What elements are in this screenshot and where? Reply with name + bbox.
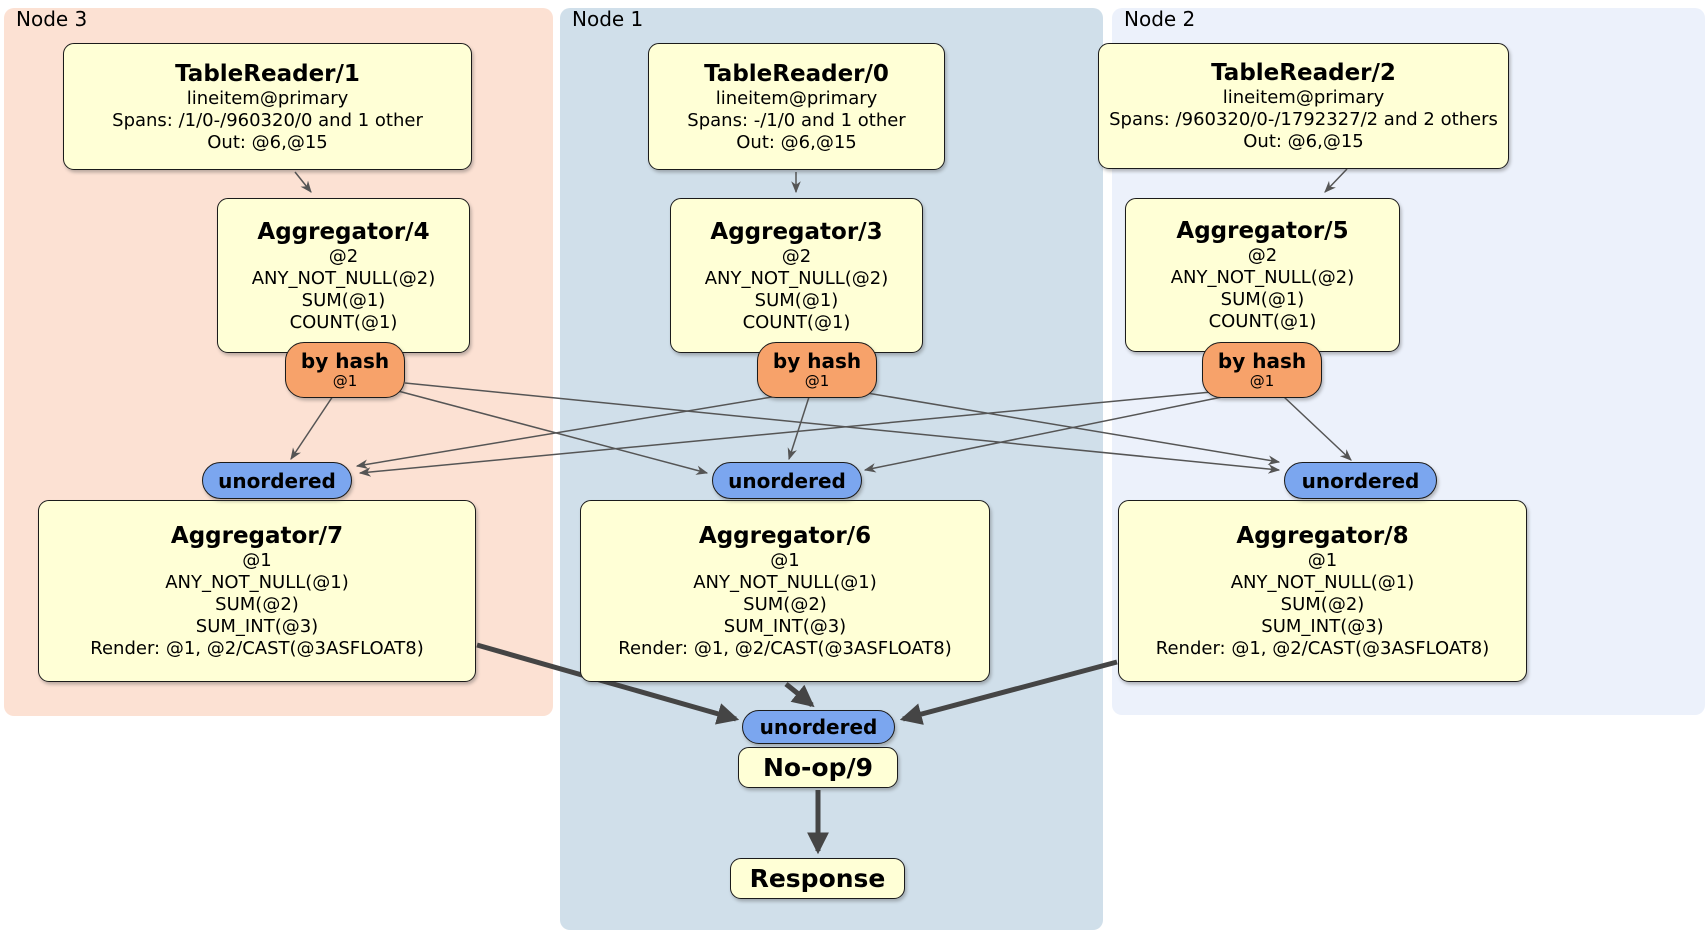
processor-spans: Spans: /1/0-/960320/0 and 1 other [112,109,423,131]
processor-group-cols: @1 [770,550,800,571]
edge-router2-sync1 [863,395,1228,473]
processor-agg-fn: COUNT(@1) [289,311,398,333]
processor-noop-9: No-op/9 [738,747,898,788]
sync-unordered-node2: unordered [1284,462,1437,499]
sync-label: unordered [759,715,878,739]
processor-title: TableReader/1 [175,60,360,87]
processor-index: lineitem@primary [715,87,878,109]
router-label: by hash [772,349,862,373]
processor-agg-fn: ANY_NOT_NULL(@2) [251,267,436,289]
processor-title: Response [749,863,886,893]
edge-agg7-finalsync [476,642,740,725]
processor-tablereader-2: TableReader/2 lineitem@primary Spans: /9… [1098,43,1509,169]
processor-agg-fn: COUNT(@1) [1208,311,1317,332]
router-detail: @1 [1249,372,1275,390]
processor-index: lineitem@primary [1222,87,1385,108]
processor-title: Aggregator/8 [1236,523,1409,549]
processor-aggregator-8: Aggregator/8 @1 ANY_NOT_NULL(@1) SUM(@2)… [1118,500,1527,682]
processor-out: Out: @6,@15 [1243,131,1364,152]
processor-group-cols: @2 [1247,245,1278,266]
processor-out: Out: @6,@15 [736,131,857,153]
processor-agg-fn: ANY_NOT_NULL(@1) [1230,572,1415,593]
processor-title: Aggregator/4 [257,218,430,245]
sync-label: unordered [728,468,846,493]
router-detail: @1 [332,372,358,390]
processor-aggregator-5: Aggregator/5 @2 ANY_NOT_NULL(@2) SUM(@1)… [1125,198,1400,352]
processor-response: Response [730,858,905,899]
processor-agg-fn: SUM(@1) [754,289,839,311]
region-label-node-3: Node 3 [16,7,88,31]
edge-router2-sync3 [358,390,1223,477]
sync-label: unordered [218,468,336,493]
region-label-node-1: Node 1 [572,7,644,31]
router-label: by hash [300,349,390,373]
processor-agg-fn: SUM(@2) [215,594,299,615]
edge-router2-sync2 [1283,396,1352,461]
router-detail: @1 [804,372,830,390]
edge-tr2-agg5 [1324,168,1348,193]
edge-router3-sync1 [397,390,709,475]
processor-agg-fn: SUM(@2) [743,594,827,615]
processor-render: Render: @1, @2/CAST(@3ASFLOAT8) [618,638,952,659]
edge-agg6-finalsync [784,682,815,708]
processor-group-cols: @2 [328,245,359,267]
processor-aggregator-4: Aggregator/4 @2 ANY_NOT_NULL(@2) SUM(@1)… [217,198,470,353]
processor-agg-fn: SUM_INT(@3) [195,616,319,637]
processor-title: Aggregator/7 [170,523,344,549]
processor-group-cols: @1 [242,550,272,571]
processor-spans: Spans: -/1/0 and 1 other [687,109,906,131]
processor-agg-fn: SUM_INT(@3) [723,616,847,637]
sync-unordered-node1: unordered [712,462,862,499]
processor-tablereader-1: TableReader/1 lineitem@primary Spans: /1… [63,43,472,170]
processor-agg-fn: ANY_NOT_NULL(@2) [704,267,889,289]
processor-agg-fn: SUM_INT(@3) [1261,616,1384,637]
processor-render: Render: @1, @2/CAST(@3ASFLOAT8) [90,638,424,659]
sync-unordered-node3: unordered [202,462,352,499]
sync-unordered-final: unordered [742,710,895,744]
router-by-hash-node2: by hash @1 [1202,342,1322,398]
processor-agg-fn: SUM(@2) [1280,594,1365,615]
processor-aggregator-7: Aggregator/7 @1 ANY_NOT_NULL(@1) SUM(@2)… [38,500,476,682]
processor-title: Aggregator/6 [698,523,872,549]
region-label-node-2: Node 2 [1124,7,1196,31]
processor-aggregator-3: Aggregator/3 @2 ANY_NOT_NULL(@2) SUM(@1)… [670,198,923,353]
processor-agg-fn: ANY_NOT_NULL(@1) [693,572,877,593]
edge-router1-sync3 [355,395,779,469]
processor-render: Render: @1, @2/CAST(@3ASFLOAT8) [1155,638,1490,659]
processor-out: Out: @6,@15 [207,131,328,153]
edge-tr1-agg4 [294,171,312,193]
router-by-hash-node1: by hash @1 [757,342,877,398]
edge-agg8-finalsync [899,659,1118,725]
processor-title: TableReader/2 [1211,60,1396,86]
processor-title: No-op/9 [762,752,874,782]
processor-index: lineitem@primary [186,87,349,109]
edge-router3-sync3 [290,395,334,460]
processor-aggregator-6: Aggregator/6 @1 ANY_NOT_NULL(@1) SUM(@2)… [580,500,990,682]
processor-group-cols: @2 [781,245,812,267]
processor-agg-fn: ANY_NOT_NULL(@1) [165,572,349,593]
processor-group-cols: @1 [1307,550,1338,571]
processor-spans: Spans: /960320/0-/1792327/2 and 2 others [1109,109,1498,130]
router-by-hash-node3: by hash @1 [285,342,405,398]
edge-router1-sync1 [787,396,810,461]
processor-title: Aggregator/5 [1176,218,1349,244]
processor-agg-fn: COUNT(@1) [742,311,851,333]
processor-agg-fn: SUM(@1) [301,289,386,311]
processor-agg-fn: ANY_NOT_NULL(@2) [1170,267,1355,288]
processor-title: TableReader/0 [704,60,889,87]
processor-agg-fn: SUM(@1) [1220,289,1305,310]
router-label: by hash [1217,349,1307,373]
sync-label: unordered [1301,468,1420,493]
processor-title: Aggregator/3 [710,218,883,245]
processor-tablereader-0: TableReader/0 lineitem@primary Spans: -/… [648,43,945,170]
edge-router1-sync2 [854,390,1281,465]
